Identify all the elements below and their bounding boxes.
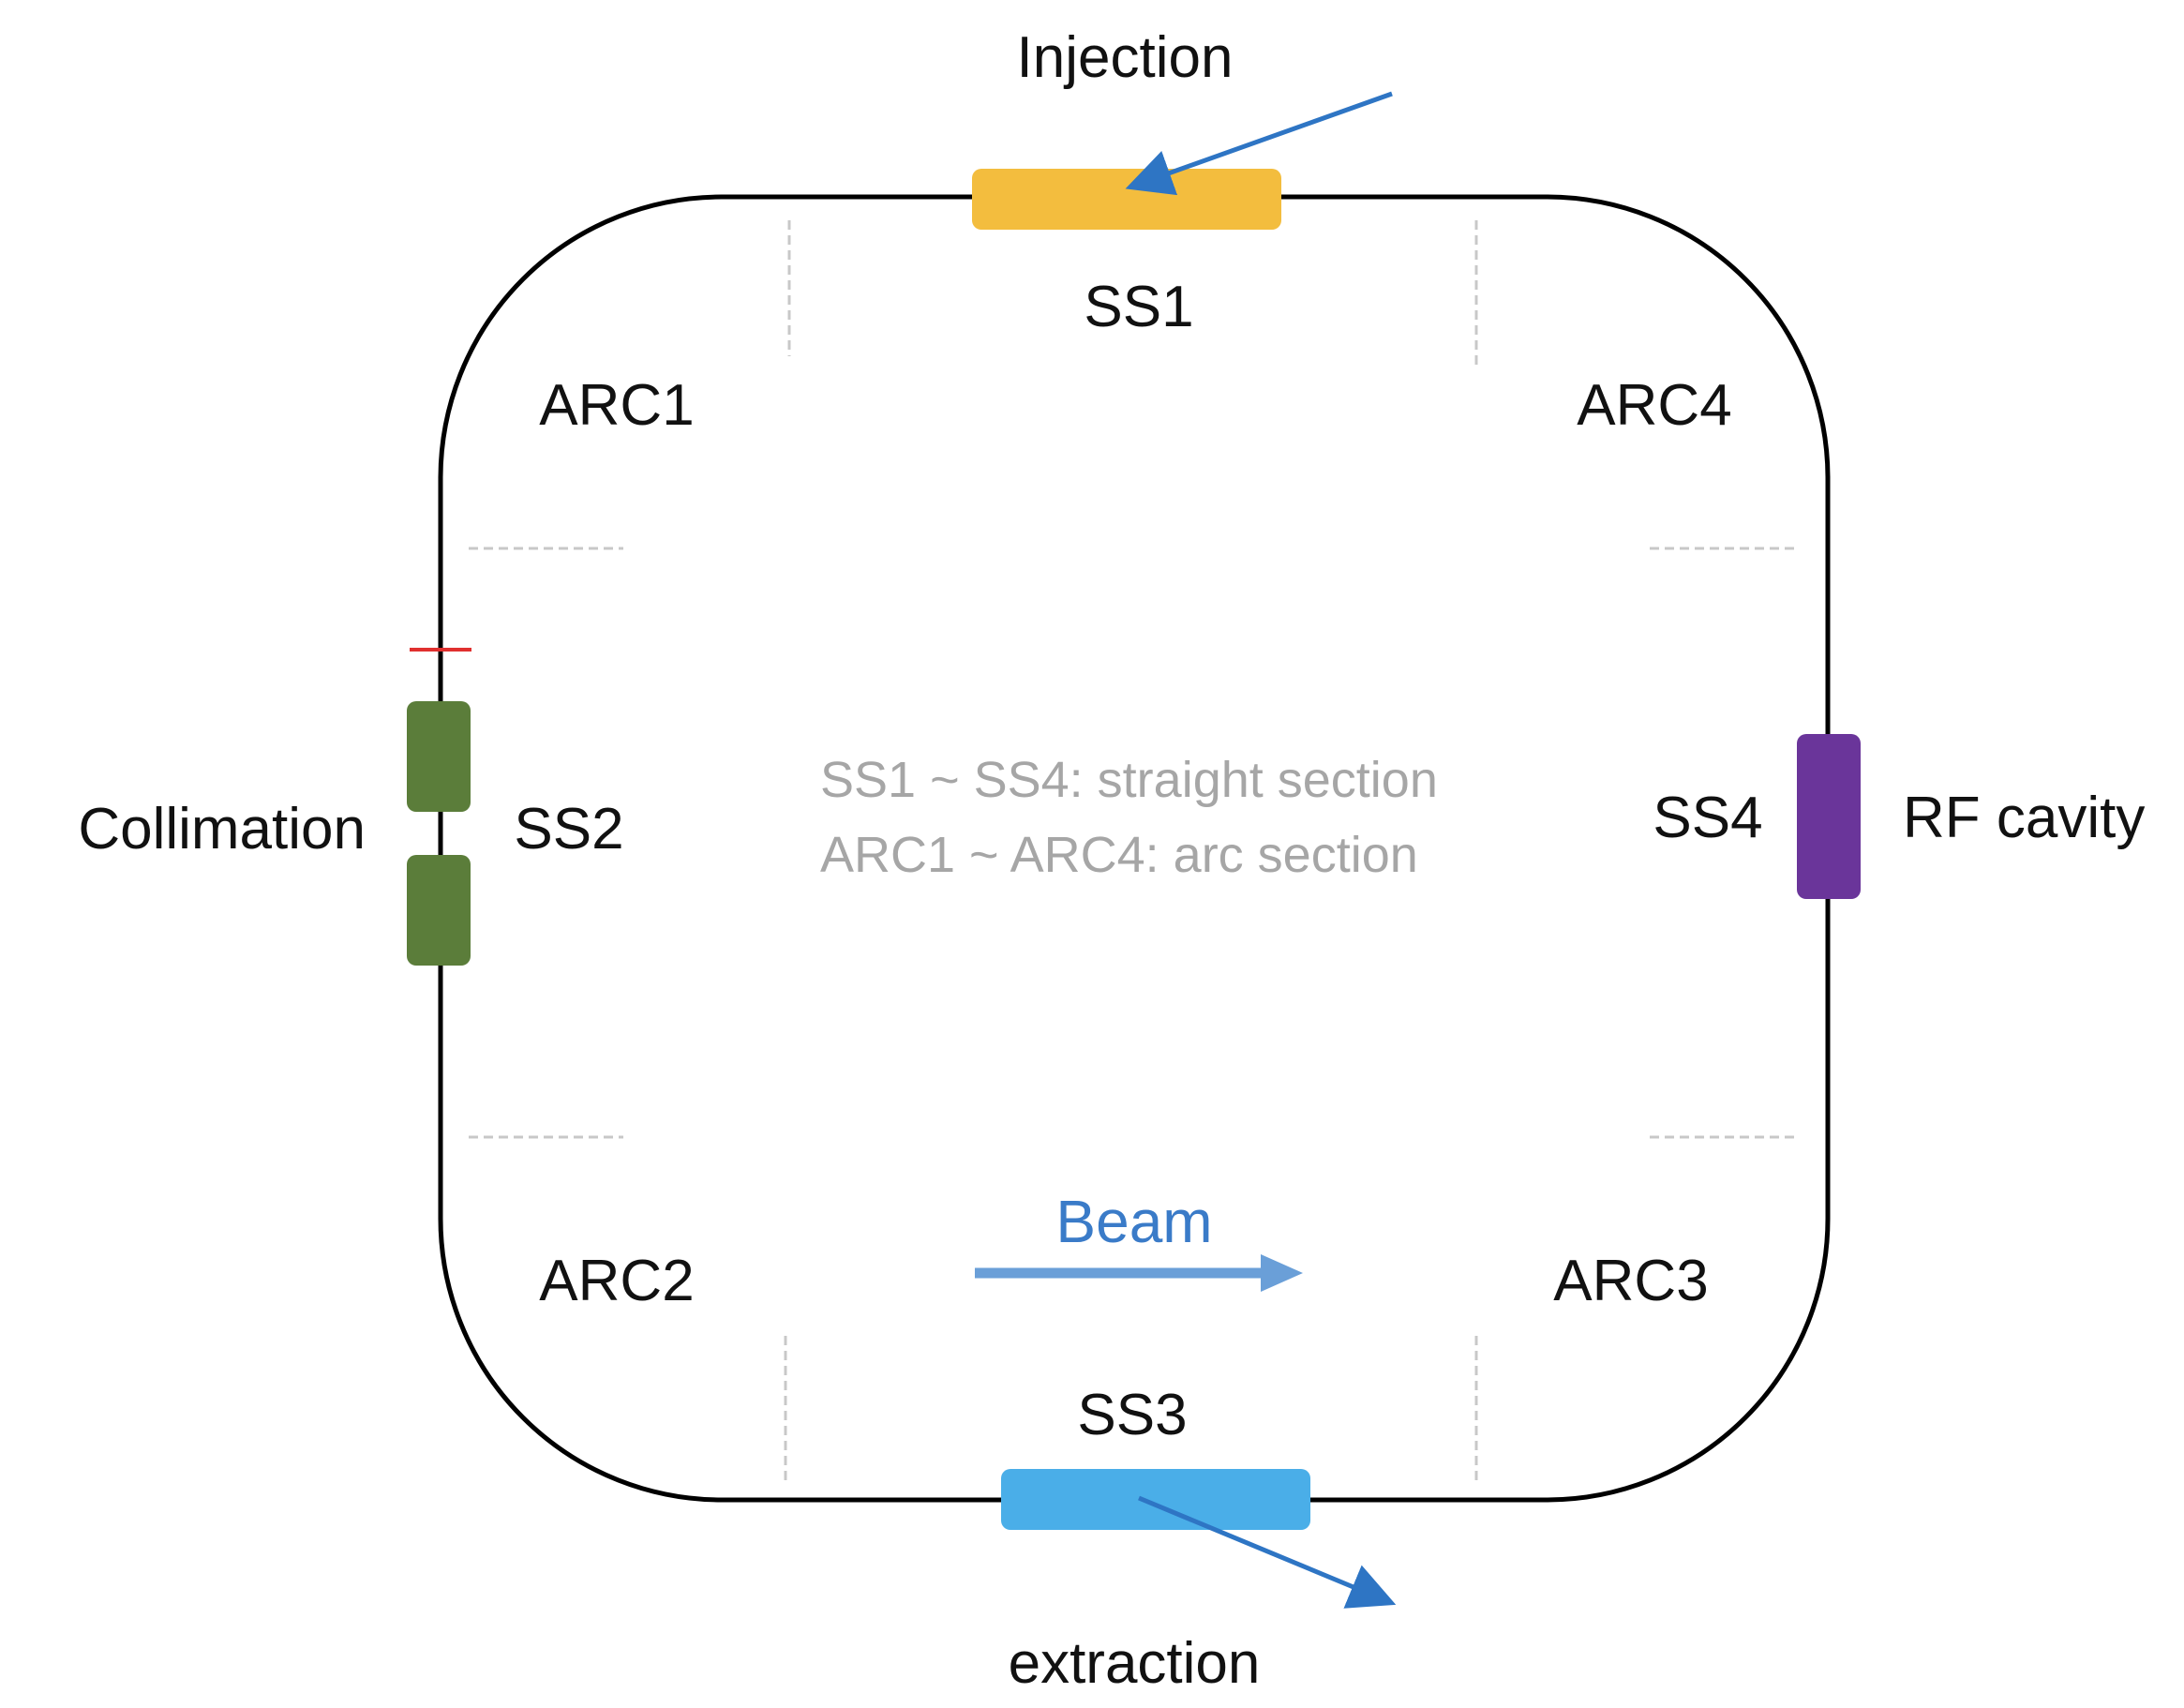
ss4-label: SS4 [1653,786,1762,850]
injection-element [972,169,1281,230]
injection-label: Injection [1017,25,1234,90]
legend-line-1: SS1 ~ SS4: straight section [820,752,1438,808]
arc3-label: ARC3 [1553,1249,1708,1313]
rf-cavity-element [1797,734,1861,899]
beam-arrow [975,1254,1303,1292]
beam-label: Beam [1055,1188,1212,1255]
legend-line-2: ARC1 ~ ARC4: arc section [820,827,1418,883]
collimation-label: Collimation [78,797,366,861]
extraction-element [1001,1469,1310,1530]
ss2-label: SS2 [514,797,623,861]
section-dividers [469,220,1800,1481]
ss1-label: SS1 [1084,275,1193,339]
arc1-label: ARC1 [539,373,694,438]
collimator-lower [407,855,471,966]
arc4-label: ARC4 [1577,373,1731,438]
extraction-arrow [1138,1495,1397,1609]
rf-cavity-label: RF cavity [1903,786,2145,850]
arc2-label: ARC2 [539,1249,694,1313]
injection-arrow [1125,91,1393,196]
ss3-label: SS3 [1077,1383,1187,1447]
collimator-upper [407,701,471,812]
extraction-label: extraction [1009,1631,1261,1696]
